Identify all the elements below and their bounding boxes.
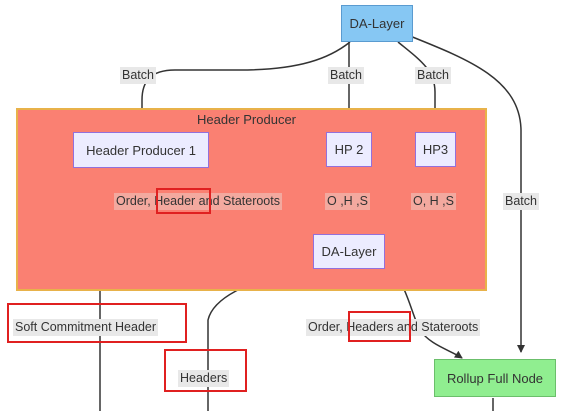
highlight-box-headers-edge (348, 311, 411, 342)
edge-label-batch-hp1: Batch (120, 67, 156, 84)
hp3-node[interactable]: HP3 (415, 132, 456, 167)
edge-da-to-rollup (409, 35, 525, 353)
highlight-box-header (156, 188, 211, 214)
edge-label-batch-rollup: Batch (503, 193, 539, 210)
edge-label-ohs-hp2: O ,H ,S (325, 193, 370, 210)
highlight-box-soft-commitment-header (7, 303, 187, 343)
rollup-full-node[interactable]: Rollup Full Node (434, 359, 556, 397)
edge-label-batch-hp2: Batch (328, 67, 364, 84)
edge-label-ohs-hp3: O, H ,S (411, 193, 456, 210)
edge-label-headers: Headers (178, 370, 230, 387)
da-layer-mid-node[interactable]: DA-Layer (313, 234, 385, 269)
edge-label-soft-commitment-header: Soft Commitment Header (13, 319, 159, 336)
edge-da-to-hp1 (138, 41, 351, 128)
hp2-node[interactable]: HP 2 (326, 132, 372, 167)
highlight-box-headers-label (164, 349, 247, 392)
cluster-title: Header Producer (197, 112, 296, 127)
header-producer-1-node[interactable]: Header Producer 1 (73, 132, 209, 168)
edge-label-batch-hp3: Batch (415, 67, 451, 84)
da-layer-top-node[interactable]: DA-Layer (341, 5, 413, 42)
